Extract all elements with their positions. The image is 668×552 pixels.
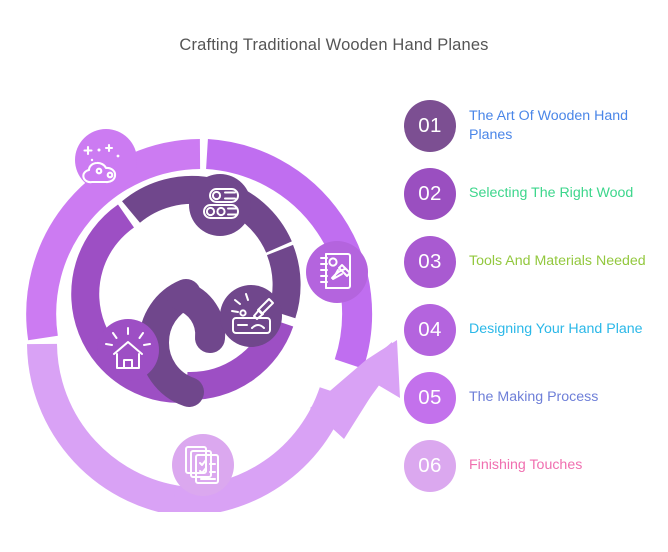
shining-house-icon [105,327,151,369]
outer-segment-light [27,343,191,512]
legend-item-04[interactable]: 04 Designing Your Hand Plane [404,302,662,358]
legend-badge-05: 05 [404,372,456,424]
legend-label-02: Selecting The Right Wood [469,185,634,202]
legend-item-03[interactable]: 03 Tools And Materials Needed [404,234,662,290]
spiral-node-polish-sparkle[interactable] [75,129,137,191]
legend-label-06: Finishing Touches [469,457,583,474]
spiral-node-checklist[interactable] [172,434,234,496]
legend-badge-01: 01 [404,100,456,152]
legend-item-06[interactable]: 06 Finishing Touches [404,438,662,494]
notebook-pen-icon [320,253,351,289]
outer-segment-bright [26,139,201,341]
spiral-node-carving[interactable] [220,285,282,347]
legend-label-01: The Art Of Wooden Hand Planes [469,107,629,144]
spiral-node-house[interactable] [97,319,159,381]
legend-label-03: Tools And Materials Needed [469,253,646,270]
outer-segment-mid [205,139,373,369]
logs-icon [203,188,239,219]
legend-list: 01 The Art Of Wooden Hand Planes 02 Sele… [404,98,662,508]
legend-label-05: The Making Process [469,389,599,406]
carving-chisel-icon [231,293,274,334]
legend-label-04: Designing Your Hand Plane [469,321,643,338]
legend-item-02[interactable]: 02 Selecting The Right Wood [404,166,662,222]
legend-badge-04: 04 [404,304,456,356]
spiral-node-notebook[interactable] [306,241,368,303]
legend-item-01[interactable]: 01 The Art Of Wooden Hand Planes [404,98,662,154]
legend-badge-06: 06 [404,440,456,492]
page-title: Crafting Traditional Wooden Hand Planes [179,36,489,54]
inner-segment-dark-2 [266,244,301,319]
spiral-node-logs[interactable] [189,174,251,236]
spiral-diagram [14,92,414,512]
checklist-documents-icon [185,446,219,484]
polish-sparkle-icon [82,143,120,184]
legend-item-05[interactable]: 05 The Making Process [404,370,662,426]
spiral-arrowhead [310,340,400,439]
legend-badge-02: 02 [404,168,456,220]
legend-badge-03: 03 [404,236,456,288]
